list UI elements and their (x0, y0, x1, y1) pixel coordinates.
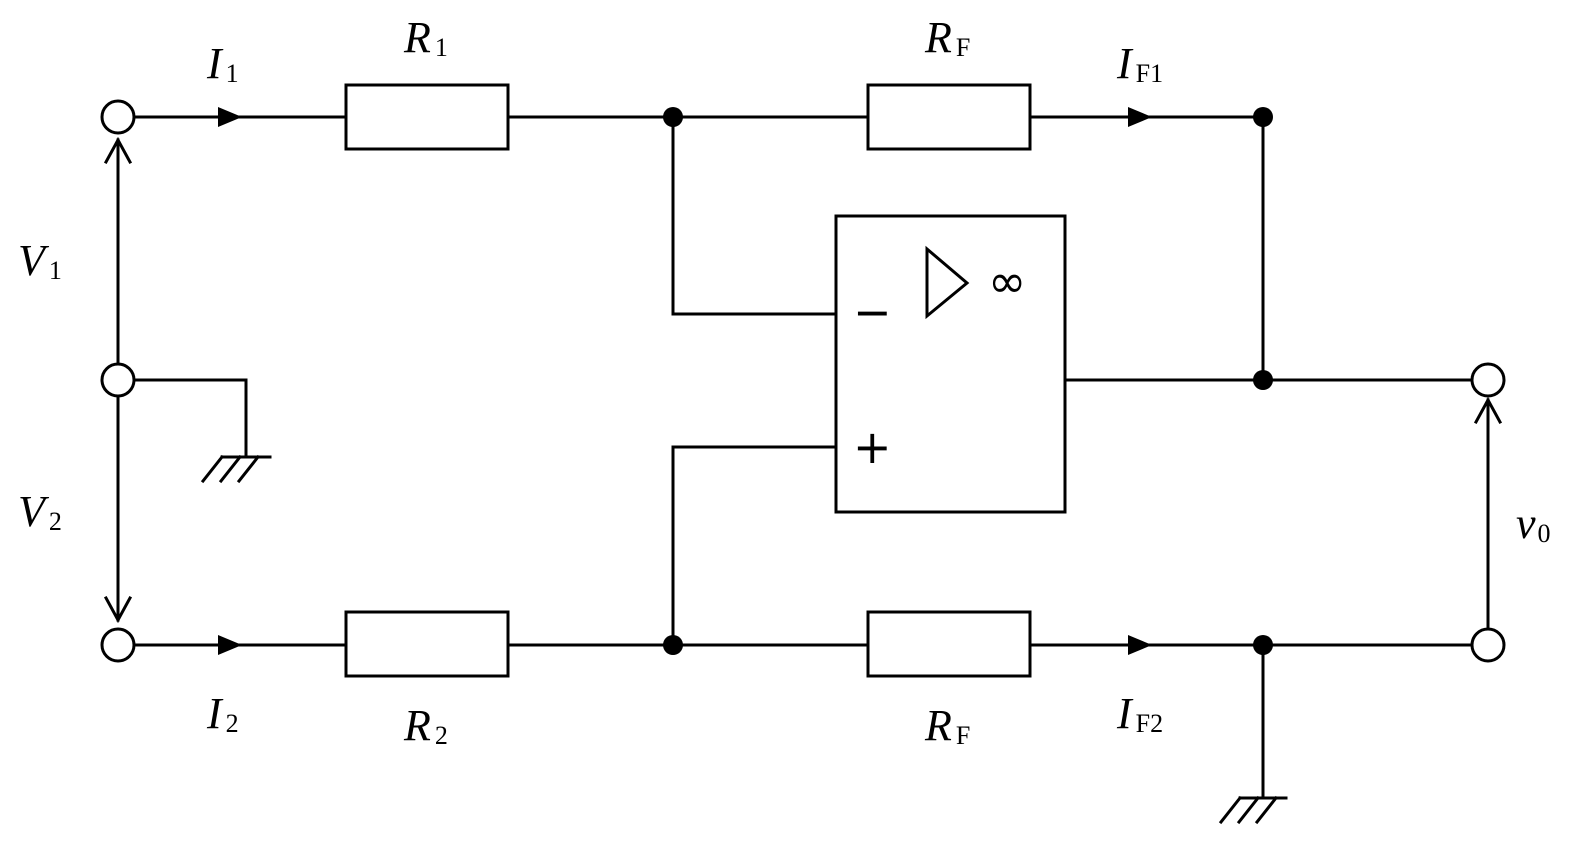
label-rf-bottom-sub: F (956, 721, 970, 750)
resistor-rf-top (866, 83, 1032, 151)
label-r2-main: R (403, 701, 431, 750)
op-amp: ∞ − + (834, 214, 1067, 514)
label-v0-main: v (1516, 499, 1536, 548)
junctions (663, 107, 1273, 655)
resistor-rf-bottom (866, 610, 1032, 678)
label-if1-main: I (1116, 39, 1134, 88)
junction-top-left (663, 107, 683, 127)
terminal-common (100, 362, 136, 398)
ground-left-hatch-2 (218, 454, 243, 484)
v2-arrowhead-icon (103, 595, 133, 624)
label-rf-top-sub: F (956, 33, 970, 62)
wire-to-noninverting-input (671, 445, 838, 647)
terminal-output-ground (1470, 627, 1506, 663)
label-v2-main: V (18, 487, 50, 536)
label-r2-sub: 2 (435, 721, 448, 750)
terminal-v2-input (100, 627, 136, 663)
label-v1-main: V (18, 236, 50, 285)
label-if1-sub: F1 (1136, 59, 1163, 88)
ground-symbol-right (1218, 795, 1288, 825)
label-if2-main: I (1116, 689, 1134, 738)
op-amp-plus-sign: + (853, 420, 892, 474)
i2-arrow-icon (218, 635, 242, 655)
terminal-v1-input (100, 99, 136, 135)
ground-right-hatch-3 (1254, 795, 1279, 825)
label-r1-main: R (403, 13, 431, 62)
ground-symbol-left (200, 454, 272, 484)
resistor-r2 (344, 610, 510, 678)
label-v0: v0 (1516, 499, 1551, 548)
v0-arrowhead-icon (1473, 396, 1503, 425)
label-i2-main: I (206, 689, 224, 738)
label-rf-bottom-main: R (924, 701, 952, 750)
current-arrows (218, 107, 1152, 655)
wire-to-inverting-input (671, 115, 838, 316)
ground-left-hatch-3 (236, 454, 261, 484)
label-rf-top-main: R (924, 13, 952, 62)
if1-arrow-icon (1128, 107, 1152, 127)
voltage-arrows (103, 136, 1503, 629)
resistors (344, 83, 1032, 678)
junction-bottom-right (1253, 635, 1273, 655)
ground-left-hatch-1 (200, 454, 225, 484)
junction-top-right (1253, 107, 1273, 127)
op-amp-body (834, 214, 1067, 514)
ground-right-hatch-1 (1218, 795, 1243, 825)
junction-bottom-left (663, 635, 683, 655)
label-r1-sub: 1 (435, 33, 448, 62)
label-v2-sub: 2 (49, 507, 62, 536)
amplifier-triangle-icon (925, 245, 970, 320)
ground-right-hatch-2 (1236, 795, 1261, 825)
label-i2-sub: 2 (226, 709, 239, 738)
label-v0-sub: 0 (1538, 519, 1551, 548)
label-i1-sub: 1 (226, 59, 239, 88)
i1-arrow-icon (218, 107, 242, 127)
wires (133, 115, 1472, 799)
op-amp-gain-symbol: ∞ (988, 254, 1026, 308)
op-amp-minus-sign: − (853, 285, 892, 339)
label-i1-main: I (206, 39, 224, 88)
terminals (100, 99, 1506, 663)
resistor-r1 (344, 83, 510, 151)
if2-arrow-icon (1128, 635, 1152, 655)
label-if2-sub: F2 (1136, 709, 1163, 738)
v1-arrowhead-icon (103, 136, 133, 165)
terminal-output (1470, 362, 1506, 398)
label-v1-sub: 1 (49, 256, 62, 285)
wire-common-to-ground (133, 378, 248, 458)
junction-output (1253, 370, 1273, 390)
